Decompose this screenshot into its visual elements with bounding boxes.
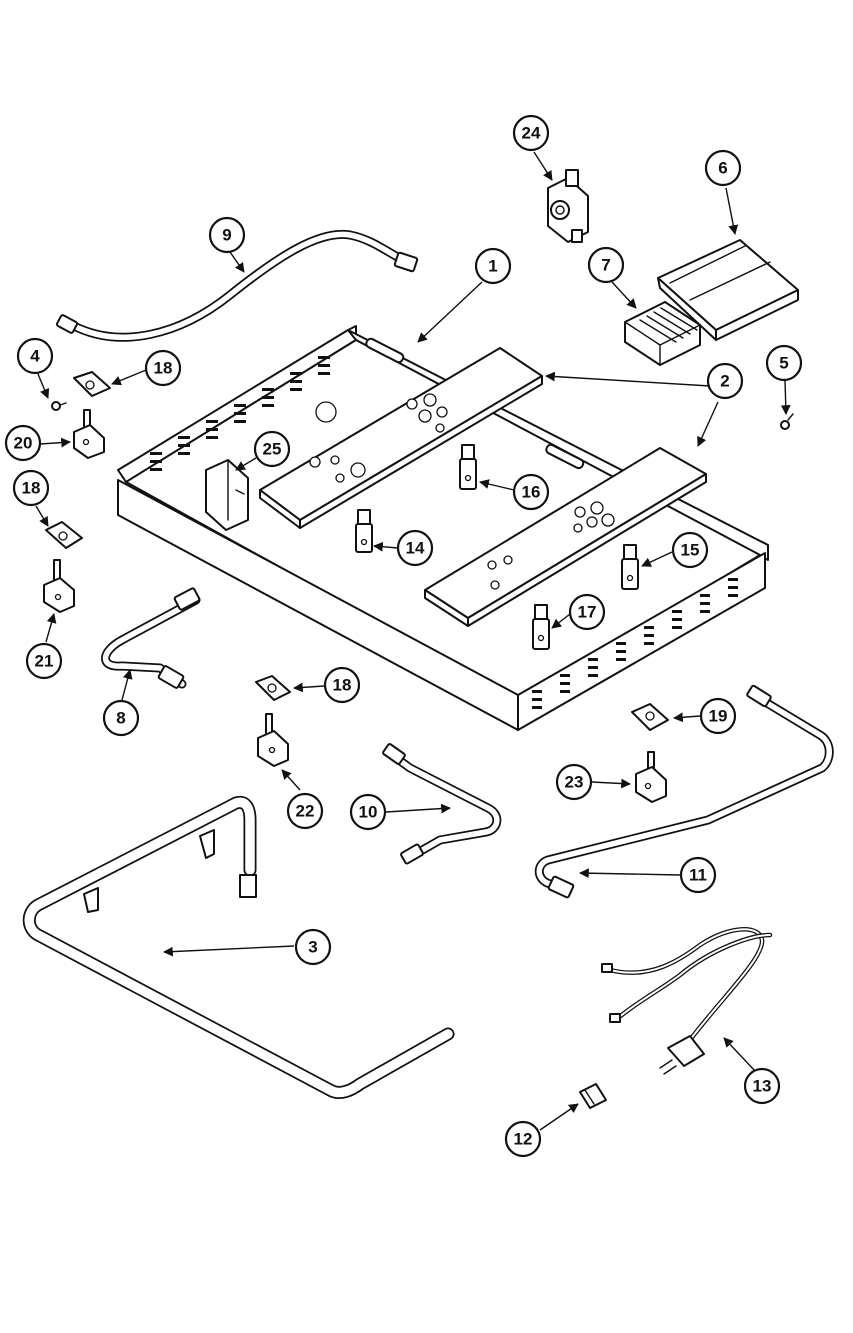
callout-label: 18	[22, 479, 41, 498]
bracket-clip-18-middle	[45, 521, 83, 549]
callout-label: 24	[522, 124, 541, 143]
callout-1: 1	[474, 247, 512, 285]
callout-8: 8	[102, 699, 140, 737]
gas-tube-11	[534, 684, 834, 899]
callout-label: 2	[720, 372, 729, 391]
screw-5	[780, 413, 794, 430]
callout-7: 7	[587, 246, 625, 284]
callout-label: 14	[406, 539, 425, 558]
callout-20: 20	[4, 424, 42, 462]
callout-2: 2	[706, 362, 744, 400]
callout-14: 14	[396, 529, 434, 567]
callout-25: 25	[253, 430, 291, 468]
burner-bar-left	[259, 347, 543, 529]
orifice-holder-14	[355, 509, 373, 553]
callout-label: 15	[681, 541, 700, 560]
leader-lines	[35, 151, 791, 1131]
callout-label: 18	[333, 676, 352, 695]
box-vent-slots	[150, 356, 738, 709]
callout-24: 24	[512, 114, 550, 152]
support-frame	[22, 795, 455, 1099]
callout-label: 20	[14, 434, 33, 453]
regulator-valve	[547, 169, 589, 243]
gas-tube-8	[101, 587, 201, 689]
strain-relief	[579, 1083, 607, 1109]
callout-label: 4	[30, 347, 40, 366]
power-cord	[601, 927, 773, 1075]
callout-label: 8	[116, 709, 125, 728]
callout-label: 3	[308, 938, 317, 957]
callout-18-middle: 18	[12, 469, 50, 507]
callout-22: 22	[286, 792, 324, 830]
orifice-holder-16	[459, 444, 477, 490]
gas-tube-9	[55, 229, 419, 342]
valve-22	[257, 713, 289, 767]
callout-10: 10	[349, 793, 387, 831]
bracket-clip-18-upper	[73, 371, 111, 397]
callout-12: 12	[504, 1120, 542, 1158]
callout-label: 12	[514, 1130, 533, 1149]
callout-18-upper: 18	[144, 349, 182, 387]
bracket-clip-18-lower	[255, 675, 291, 701]
callout-label: 13	[753, 1077, 772, 1096]
callout-5: 5	[765, 344, 803, 382]
callout-label: 21	[35, 652, 54, 671]
burner-bar-right	[424, 447, 707, 627]
valve-20	[73, 409, 105, 459]
orifice-holder-17	[532, 604, 550, 650]
callout-label: 22	[296, 802, 315, 821]
callout-11: 11	[679, 856, 717, 894]
callout-label: 16	[522, 483, 541, 502]
callout-18-lower: 18	[323, 666, 361, 704]
callout-label: 6	[718, 159, 727, 178]
terminal-block	[624, 301, 701, 366]
orifice-holder-15	[621, 544, 639, 590]
callout-label: 1	[488, 257, 497, 276]
callout-label: 9	[222, 226, 231, 245]
callout-label: 10	[359, 803, 378, 822]
callout-label: 19	[709, 707, 728, 726]
screw-4	[51, 401, 67, 411]
callout-19: 19	[699, 697, 737, 735]
callout-17: 17	[568, 593, 606, 631]
callout-label: 5	[779, 354, 788, 373]
cover-plate	[657, 239, 799, 341]
callout-label: 17	[578, 603, 597, 622]
callout-3: 3	[294, 928, 332, 966]
bracket	[205, 459, 249, 531]
valve-21	[43, 559, 75, 613]
callout-13: 13	[743, 1067, 781, 1105]
callout-label: 11	[689, 866, 707, 885]
callout-21: 21	[25, 642, 63, 680]
callout-label: 23	[565, 773, 584, 792]
callout-15: 15	[671, 531, 709, 569]
bracket-clip-19	[631, 703, 669, 731]
callout-label: 7	[601, 256, 610, 275]
callout-23: 23	[555, 763, 593, 801]
callout-4: 4	[16, 337, 54, 375]
callout-9: 9	[208, 216, 246, 254]
callout-6: 6	[704, 149, 742, 187]
callout-label: 18	[154, 359, 173, 378]
valve-23	[635, 751, 667, 803]
callout-label: 25	[263, 440, 282, 459]
callout-16: 16	[512, 473, 550, 511]
gas-tube-10	[382, 743, 502, 865]
